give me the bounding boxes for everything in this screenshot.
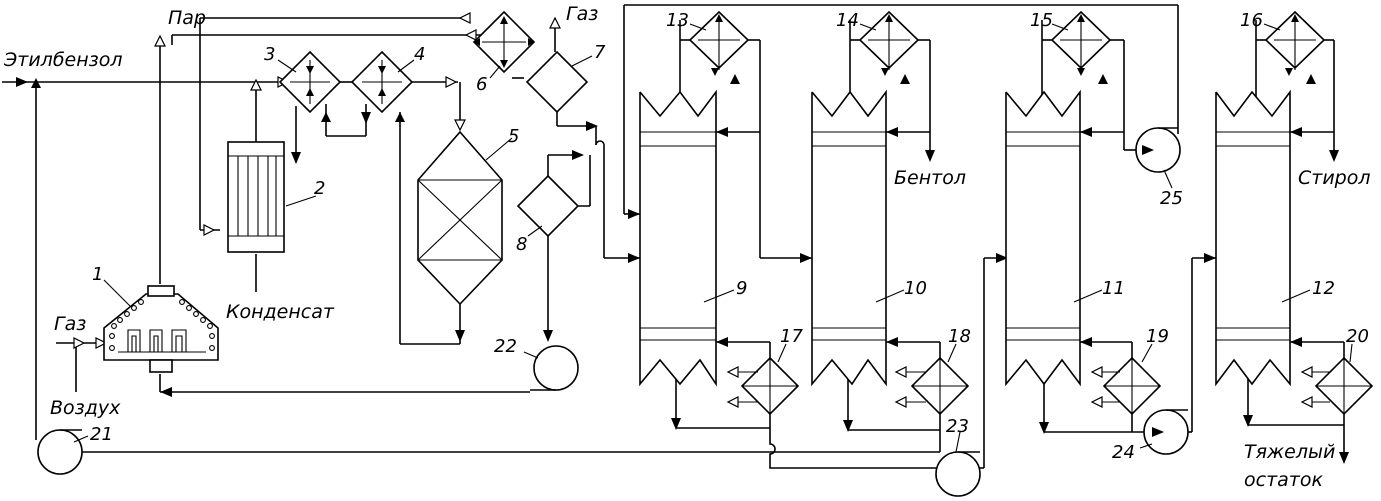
number-20: 20 [1346, 326, 1369, 347]
label-heavy-residue-line1: Тяжелый [1244, 441, 1335, 463]
number-3: 3 [264, 44, 275, 65]
number-25: 25 [1160, 188, 1183, 209]
heat-exchanger-4 [350, 50, 414, 114]
column-12 [1215, 89, 1291, 387]
number-23: 23 [946, 416, 969, 437]
pump-21 [37, 429, 83, 475]
number-12: 12 [1312, 278, 1335, 299]
number-14: 14 [836, 10, 859, 31]
condenser-14 [858, 10, 920, 70]
number-1: 1 [92, 264, 103, 285]
label-air: Воздух [50, 397, 121, 419]
number-22: 22 [494, 336, 517, 357]
pump-23 [935, 451, 981, 497]
condenser-16 [1264, 10, 1326, 70]
number-24: 24 [1112, 442, 1135, 463]
number-19: 19 [1146, 326, 1169, 347]
separator-7 [525, 50, 589, 114]
process-lines [2, 4, 1345, 469]
number-7: 7 [594, 42, 606, 63]
number-8: 8 [516, 234, 527, 255]
number-18: 18 [948, 326, 971, 347]
stream-labels: Этилбензол Пар Газ Газ Воздух Конденсат … [3, 3, 1371, 491]
heat-exchanger-3 [278, 50, 342, 114]
equipment-numbers: 1 2 3 4 5 6 7 8 9 10 11 12 13 14 15 16 1… [90, 10, 1369, 463]
reboiler-20 [1312, 356, 1374, 416]
condenser-15 [1050, 10, 1112, 70]
label-ethylbenzene: Этилбензол [3, 49, 123, 71]
number-9: 9 [736, 278, 747, 299]
column-11 [1005, 89, 1081, 387]
number-21: 21 [90, 424, 113, 445]
reactor-5 [417, 130, 503, 306]
furnace-1 [103, 285, 219, 373]
label-gas-top: Газ [566, 3, 598, 25]
label-styrene: Стирол [1298, 167, 1371, 189]
number-10: 10 [904, 278, 927, 299]
pump-25 [1135, 127, 1181, 173]
heat-exchanger-2 [227, 141, 285, 253]
pump-24 [1143, 409, 1189, 455]
number-13: 13 [666, 10, 689, 31]
label-heavy-residue-line2: остаток [1244, 469, 1323, 491]
number-6: 6 [476, 74, 487, 95]
condenser-13 [688, 10, 750, 70]
heat-exchanger-6 [472, 10, 536, 74]
number-2: 2 [314, 178, 325, 199]
number-11: 11 [1102, 278, 1125, 299]
number-5: 5 [508, 126, 519, 147]
label-steam: Пар [168, 7, 206, 29]
number-16: 16 [1240, 10, 1263, 31]
column-9 [639, 89, 717, 387]
reboiler-17 [738, 356, 800, 416]
label-condensate: Конденсат [226, 301, 335, 323]
separator-8 [516, 174, 580, 238]
number-15: 15 [1030, 10, 1053, 31]
column-10 [811, 89, 887, 387]
number-4: 4 [414, 44, 425, 65]
reboiler-18 [906, 356, 970, 416]
pump-22 [530, 345, 579, 391]
label-gas-left: Газ [54, 313, 86, 335]
number-17: 17 [780, 326, 803, 347]
label-bentol: Бентол [894, 167, 966, 189]
reboiler-19 [1102, 356, 1162, 416]
leader-lines [73, 23, 1353, 453]
